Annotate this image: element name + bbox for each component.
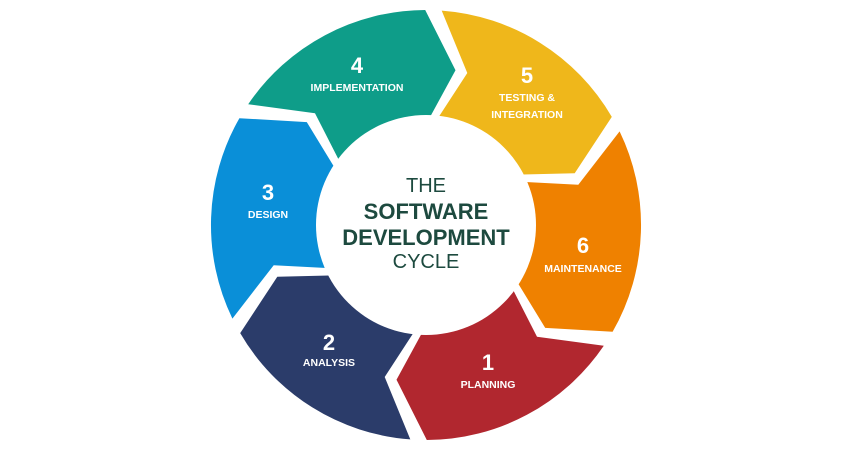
svg-text:ANALYSIS: ANALYSIS <box>303 357 355 369</box>
svg-text:5: 5 <box>521 63 533 88</box>
title-development: DEVELOPMENT <box>342 225 510 250</box>
svg-text:4: 4 <box>351 53 364 78</box>
svg-text:DESIGN: DESIGN <box>248 209 288 221</box>
title-the: THE <box>406 175 446 197</box>
title-software: SOFTWARE <box>364 199 489 224</box>
svg-text:1: 1 <box>482 350 494 375</box>
title-cycle: CYCLE <box>393 251 460 273</box>
svg-text:IMPLEMENTATION: IMPLEMENTATION <box>311 82 404 94</box>
stage-4-text: 4 IMPLEMENTATION <box>311 53 404 94</box>
svg-text:TESTING &: TESTING & <box>499 92 555 104</box>
stage-3-segment <box>210 118 340 319</box>
stage-5-text: 5 TESTING & INTEGRATION <box>491 63 563 121</box>
stage-1-segment <box>396 281 604 440</box>
stage-6-text: 6 MAINTENANCE <box>544 233 622 275</box>
svg-text:PLANNING: PLANNING <box>461 379 516 391</box>
svg-text:6: 6 <box>577 233 589 258</box>
svg-text:3: 3 <box>262 180 274 205</box>
center-circle <box>316 115 536 335</box>
svg-text:2: 2 <box>323 330 335 355</box>
stage-6-segment <box>512 131 642 332</box>
stage-2-text: 2 ANALYSIS <box>303 330 355 369</box>
stage-3-text: 3 DESIGN <box>248 180 288 221</box>
stage-1-text: 1 PLANNING <box>461 350 516 391</box>
svg-text:INTEGRATION: INTEGRATION <box>491 109 563 121</box>
svg-text:MAINTENANCE: MAINTENANCE <box>544 263 622 275</box>
stage-4-segment <box>248 10 456 169</box>
